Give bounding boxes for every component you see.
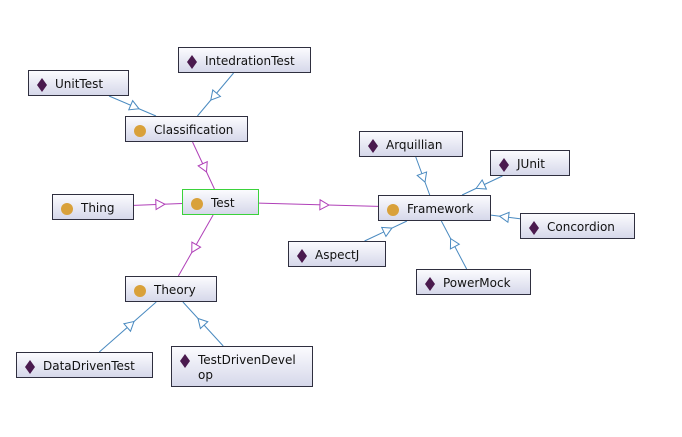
arrowhead-junit-framework xyxy=(475,179,488,190)
edge-test-framework xyxy=(258,202,379,207)
node-concordion[interactable]: Concordion xyxy=(520,213,635,239)
node-label: IntedrationTest xyxy=(205,54,295,68)
arrowhead-classification-test xyxy=(197,160,208,173)
arrowhead-intedrationtest-classification xyxy=(210,89,222,101)
arrowhead-concordion-framework xyxy=(498,211,510,224)
arrowhead-thing-test xyxy=(155,198,166,211)
circle-icon xyxy=(387,204,399,216)
node-label: DataDrivenTest xyxy=(43,359,135,373)
node-label: TestDrivenDevel op xyxy=(198,353,296,382)
circle-icon xyxy=(134,125,146,137)
node-aspectj[interactable]: AspectJ xyxy=(288,241,386,267)
node-arquillian[interactable]: Arquillian xyxy=(359,131,463,157)
diamond-icon xyxy=(529,221,539,235)
node-label: Framework xyxy=(407,202,474,216)
arrowhead-test-theory xyxy=(191,241,202,254)
node-powermock[interactable]: PowerMock xyxy=(416,269,531,295)
node-junit[interactable]: JUnit xyxy=(490,150,570,176)
node-test[interactable]: Test xyxy=(182,189,259,215)
node-unittest[interactable]: UnitTest xyxy=(28,70,129,96)
node-label: Test xyxy=(211,196,235,210)
arrowhead-powermock-framework xyxy=(449,237,461,250)
node-label: PowerMock xyxy=(443,276,511,290)
node-label: Concordion xyxy=(547,220,615,234)
arrowhead-test-framework xyxy=(319,198,330,211)
node-label: Thing xyxy=(81,201,115,215)
diamond-icon xyxy=(187,55,197,69)
circle-icon xyxy=(191,198,203,210)
circle-icon xyxy=(61,203,73,215)
diamond-icon xyxy=(499,158,509,172)
arrowhead-arquillian-framework xyxy=(416,171,428,184)
node-label: JUnit xyxy=(517,157,545,171)
node-framework[interactable]: Framework xyxy=(378,195,491,221)
node-label: Classification xyxy=(154,123,234,137)
node-datadriventest[interactable]: DataDrivenTest xyxy=(16,352,153,378)
node-classification[interactable]: Classification xyxy=(125,116,248,142)
node-label: Theory xyxy=(154,283,196,297)
node-thing[interactable]: Thing xyxy=(52,194,134,220)
node-theory[interactable]: Theory xyxy=(125,276,217,302)
diamond-icon xyxy=(25,360,35,374)
node-label: AspectJ xyxy=(315,248,360,262)
diamond-icon xyxy=(297,249,307,263)
node-testdrivendevelop[interactable]: TestDrivenDevel op xyxy=(171,346,313,387)
node-label: UnitTest xyxy=(55,77,104,91)
arrowhead-datadriventest-theory xyxy=(122,320,135,333)
circle-icon xyxy=(134,285,146,297)
arrowhead-testdrivendevelop-theory xyxy=(197,317,209,330)
node-label: Arquillian xyxy=(386,138,443,152)
node-intedrationtest[interactable]: IntedrationTest xyxy=(178,47,311,73)
diamond-icon xyxy=(180,354,190,368)
arrowhead-unittest-classification xyxy=(127,99,140,111)
diamond-icon xyxy=(368,139,378,153)
diamond-icon xyxy=(37,78,47,92)
diamond-icon xyxy=(425,277,435,291)
arrowhead-aspectj-framework xyxy=(380,226,393,238)
